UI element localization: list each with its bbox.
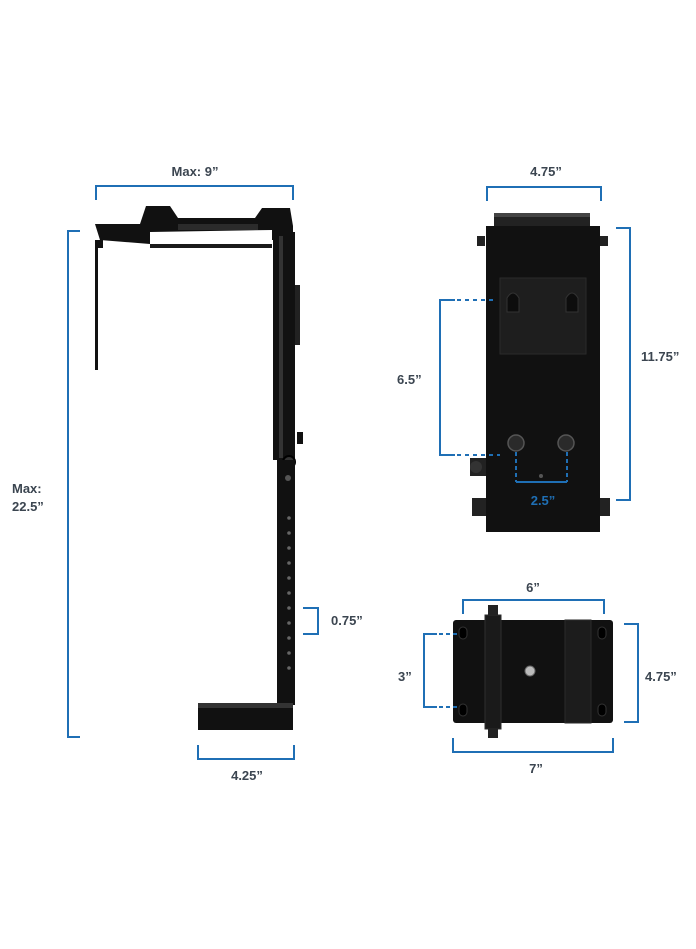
- back-plate-view: [470, 213, 610, 532]
- clamp-bottom-label: 7”: [529, 761, 543, 776]
- knob-right-icon: [557, 434, 575, 452]
- clamp-right-label: 4.75”: [645, 669, 677, 684]
- back-plate-body: [486, 226, 600, 496]
- lower-slider: [277, 460, 295, 705]
- dim-line-clamp-bottom: [452, 738, 614, 753]
- upper-vertical-tube: [273, 232, 295, 460]
- dim-line-max-width: [95, 185, 294, 200]
- max-height-label-line2: 22.5”: [12, 499, 44, 514]
- bottom-foot: [198, 703, 293, 730]
- mount-spacing-label: 6.5”: [397, 372, 422, 387]
- dim-line-plate-width: [486, 186, 602, 201]
- center-bolt-icon: [524, 665, 536, 677]
- max-height-label: Max: 22.5”: [12, 480, 44, 516]
- screw-spacing-label: 2.5”: [530, 493, 556, 508]
- dim-line-plate-height: [616, 227, 631, 501]
- dim-line-clamp-top: [462, 599, 605, 614]
- dim-line-base-width: [197, 745, 295, 760]
- dim-line-max-height: [67, 230, 80, 738]
- dim-line-clamp-right: [624, 623, 639, 723]
- clamp-top-label: 6”: [526, 580, 540, 595]
- plate-width-label: 4.75”: [530, 164, 562, 179]
- plate-height-label: 11.75”: [641, 349, 680, 364]
- clamp-left-label: 3”: [398, 669, 412, 684]
- dim-line-screw-spacing: [515, 452, 568, 483]
- max-width-label: Max: 9”: [171, 164, 219, 179]
- dim-line-mount-spacing: [439, 299, 500, 456]
- base-width-label: 4.25”: [231, 768, 263, 783]
- dim-line-hole-spacing: [303, 607, 319, 635]
- max-height-label-line1: Max:: [12, 481, 42, 496]
- cpu-holder-side-view: [95, 206, 303, 730]
- dim-line-clamp-left: [423, 633, 460, 708]
- hole-spacing-label: 0.75”: [331, 613, 363, 628]
- knob-left-icon: [507, 434, 525, 452]
- keyhole-panel: [499, 277, 587, 355]
- bottom-bracket: [486, 496, 600, 532]
- side-strap: [95, 240, 98, 370]
- clamp-plate-view: [453, 605, 613, 738]
